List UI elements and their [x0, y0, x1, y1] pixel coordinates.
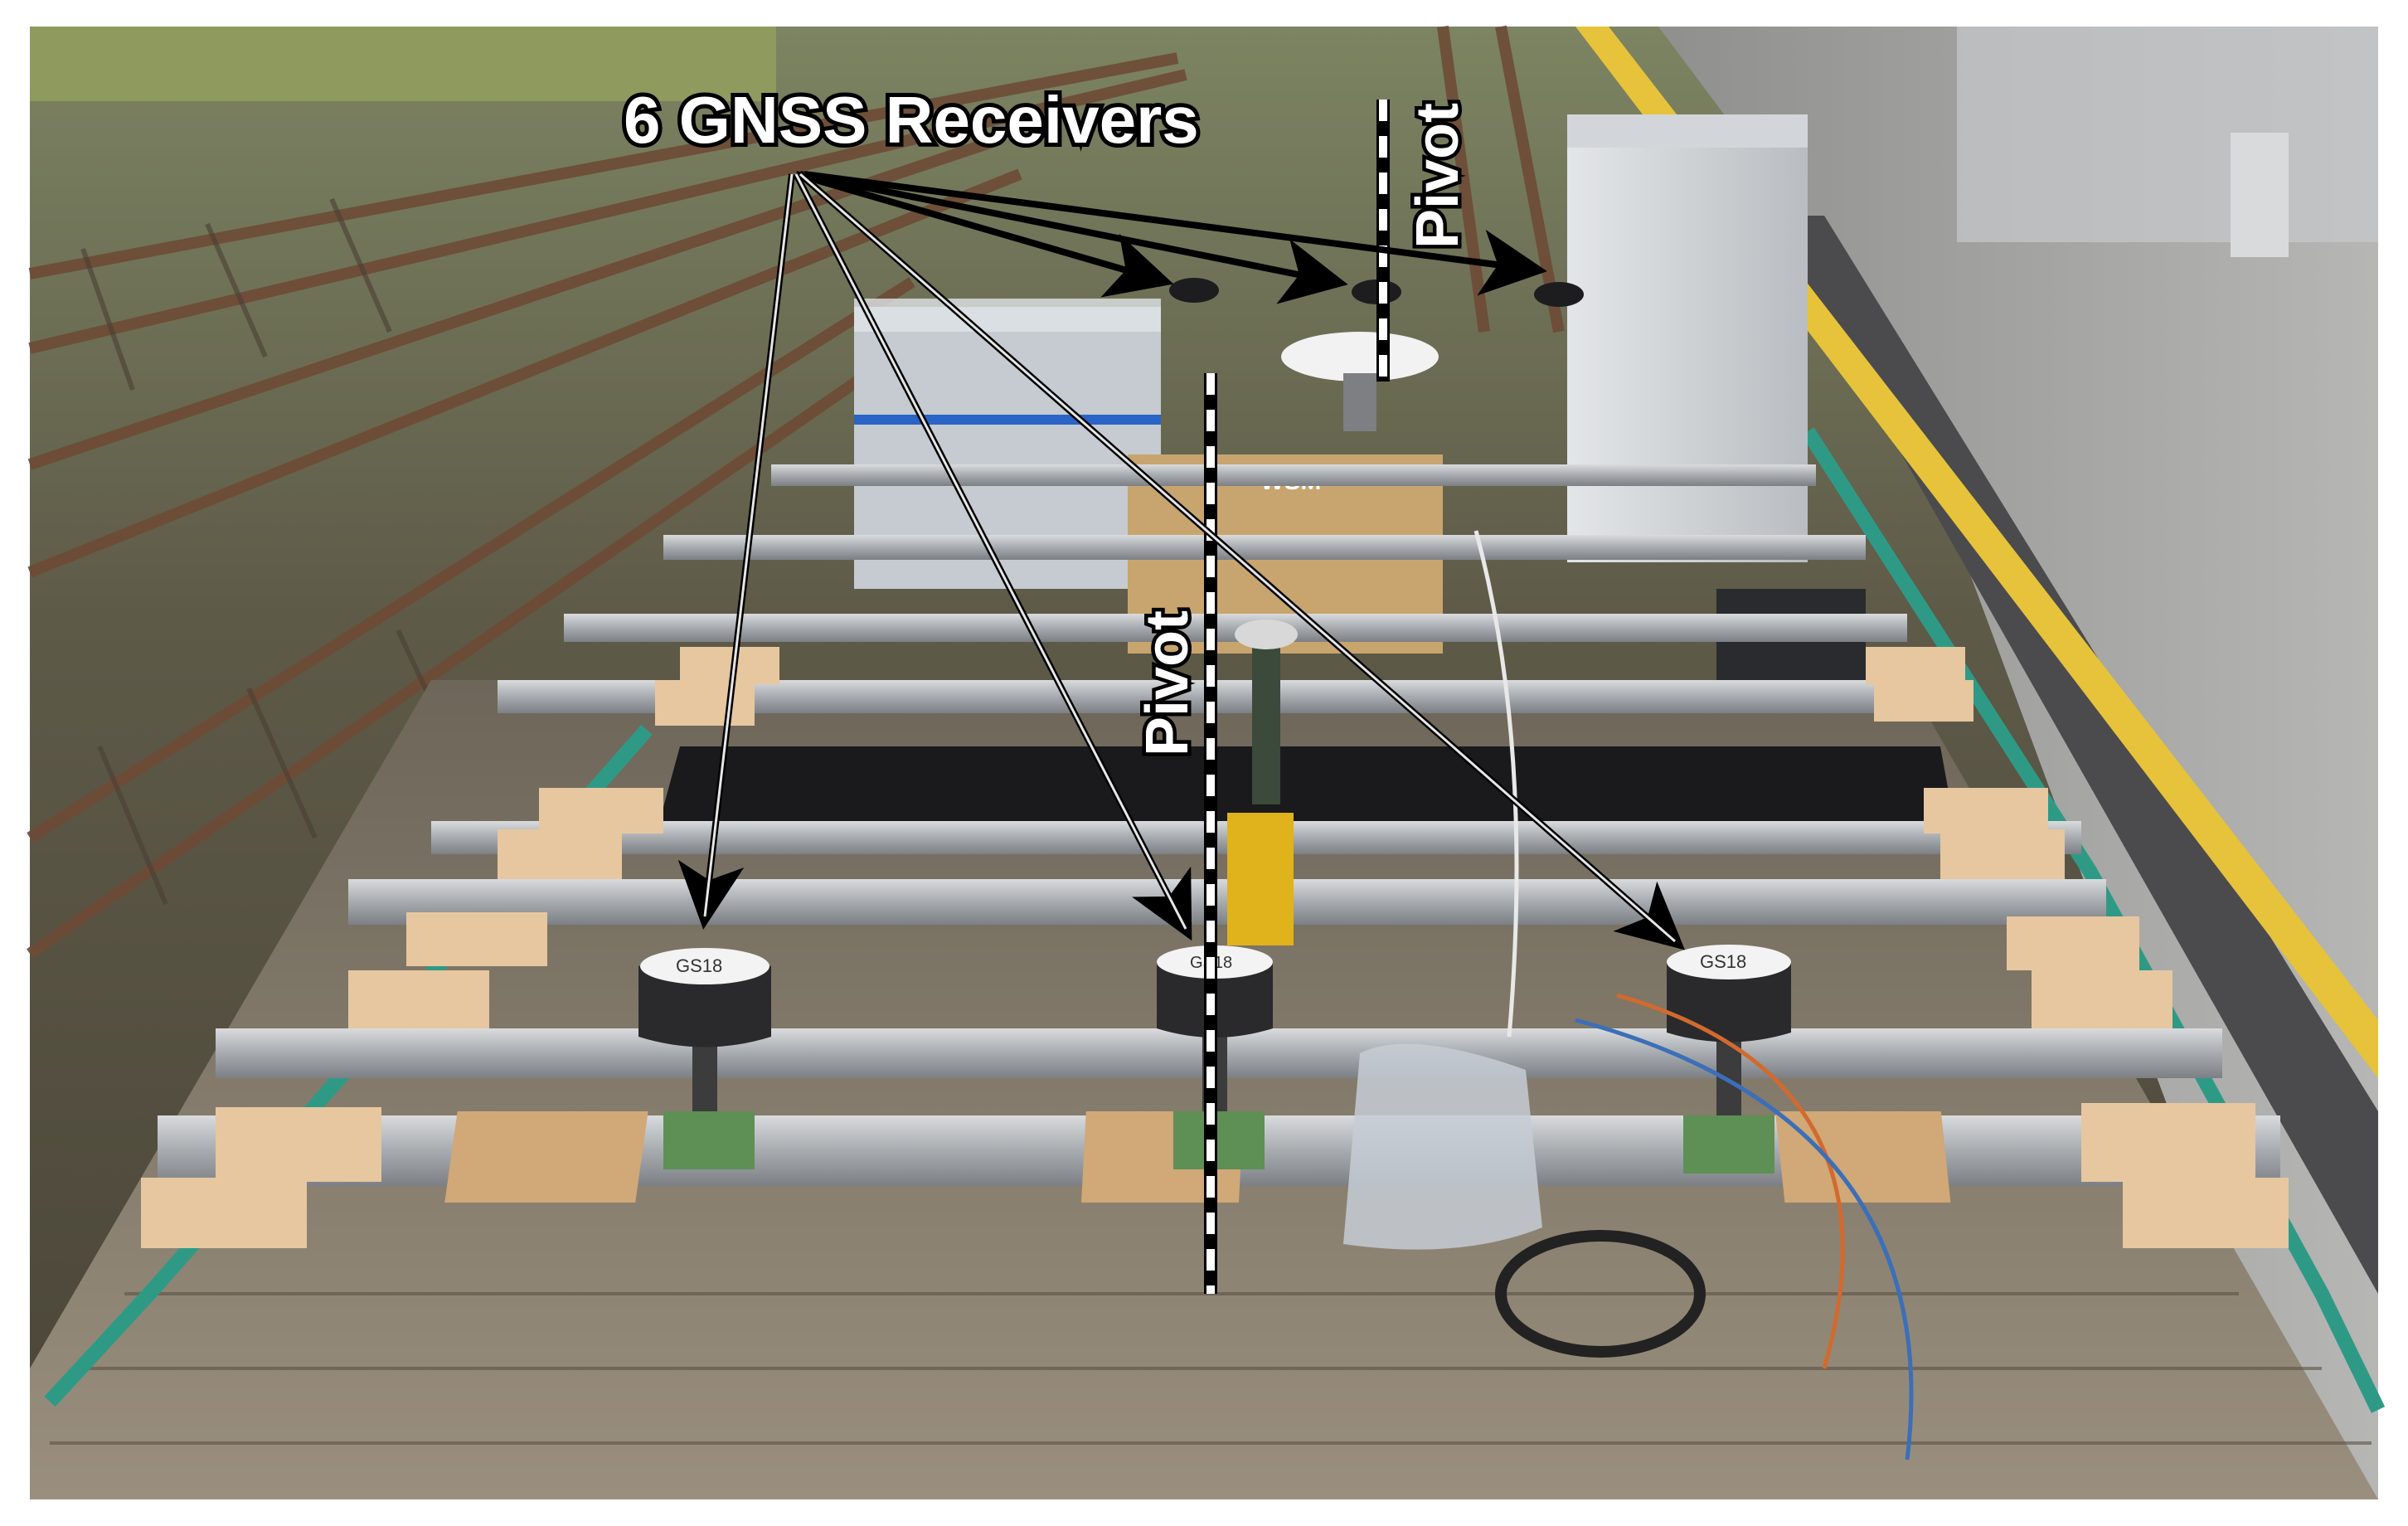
pivot-label-center: Pivot	[1134, 610, 1201, 756]
pivot-label-top: Pivot	[1405, 103, 1471, 249]
receiver-model-left: GS18	[676, 955, 722, 976]
end-blocks	[141, 647, 2289, 1248]
receiver-left: GS18	[444, 948, 771, 1203]
receivers-label: 6 GNSS Receivers	[624, 83, 1199, 157]
receiver-model-right: GS18	[1700, 951, 1746, 972]
